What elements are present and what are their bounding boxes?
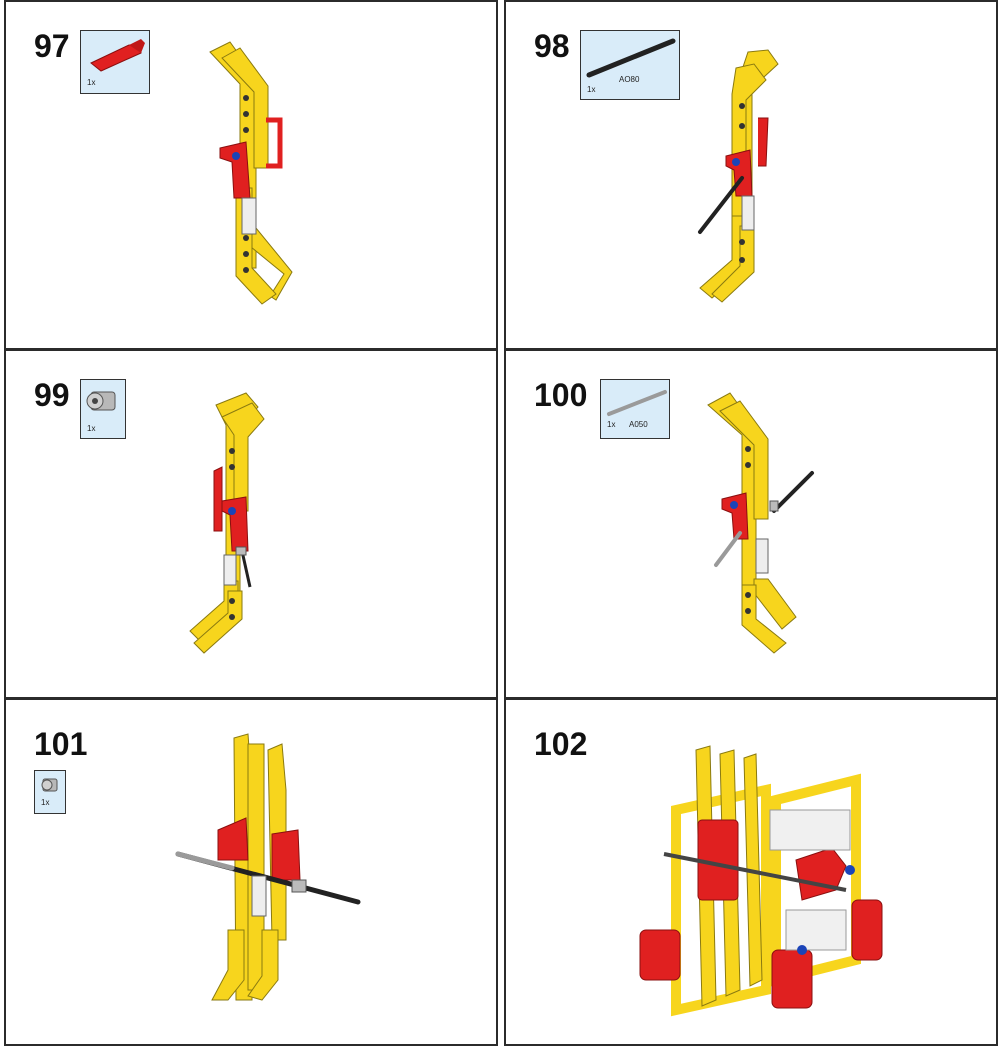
step-number: 102 — [534, 726, 588, 762]
part-quantity: 1x — [587, 85, 596, 94]
part-code: AO80 — [619, 75, 640, 84]
parts-callout: 1x A050 — [600, 379, 670, 439]
part-quantity: 1x — [607, 420, 616, 429]
parts-callout: 1x — [34, 770, 66, 814]
parts-callout: 1x — [80, 30, 150, 94]
step-number: 97 — [34, 28, 70, 64]
parts-callout: 1x AO80 — [580, 30, 680, 100]
step-number: 101 — [34, 726, 88, 762]
step-panel-99: 99 1x — [4, 349, 498, 699]
grey-axle-icon — [607, 390, 667, 416]
assembly-model — [636, 740, 896, 1020]
assembly-model — [692, 46, 802, 306]
assembly-model — [172, 730, 372, 1020]
step-panel-97: 97 1x — [4, 0, 498, 350]
step-number: 100 — [534, 377, 588, 413]
red-l-beam-icon — [90, 39, 145, 72]
step-panel-100: 100 1x A050 — [504, 349, 998, 699]
grey-half-bush-icon — [41, 778, 58, 792]
step-number: 98 — [534, 28, 570, 64]
parts-callout: 1x — [80, 379, 126, 439]
assembly-model — [196, 38, 306, 308]
part-quantity: 1x — [41, 798, 50, 807]
assembly-model — [186, 391, 286, 661]
step-panel-98: 98 1x AO80 — [504, 0, 998, 350]
grey-bush-icon — [86, 391, 116, 411]
step-panel-101: 101 1x — [4, 698, 498, 1046]
part-quantity: 1x — [87, 424, 96, 433]
part-code: A050 — [629, 420, 648, 429]
step-panel-102: 102 — [504, 698, 998, 1046]
black-axle-icon — [586, 38, 676, 78]
assembly-model — [696, 389, 826, 659]
part-quantity: 1x — [87, 78, 96, 87]
step-number: 99 — [34, 377, 70, 413]
